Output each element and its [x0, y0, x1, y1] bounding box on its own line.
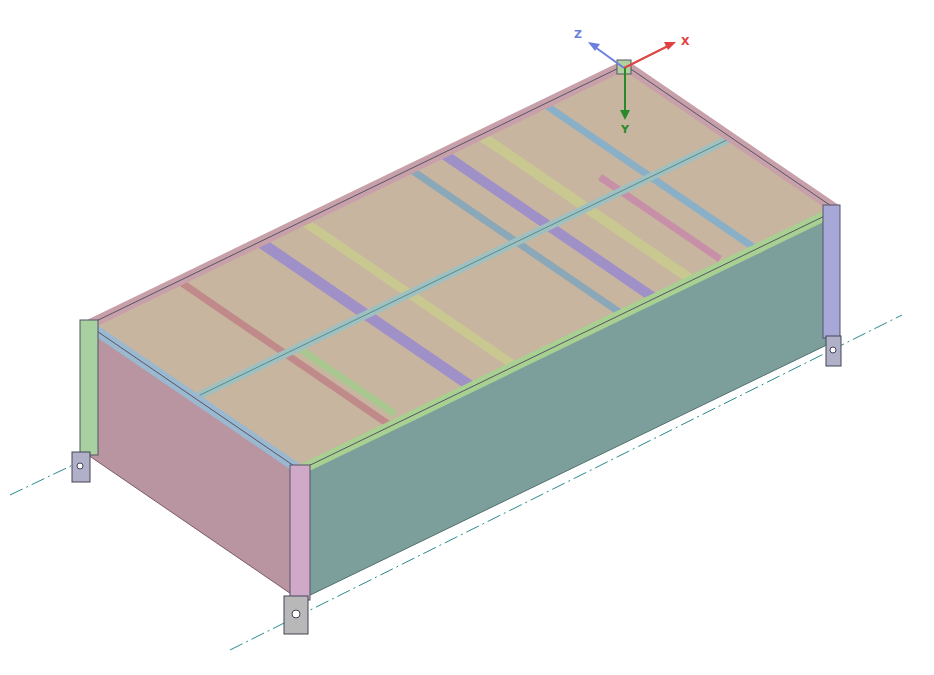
- axis-label: Z: [574, 29, 582, 41]
- axis-label: Y: [621, 124, 629, 136]
- axis-label: X: [681, 36, 689, 48]
